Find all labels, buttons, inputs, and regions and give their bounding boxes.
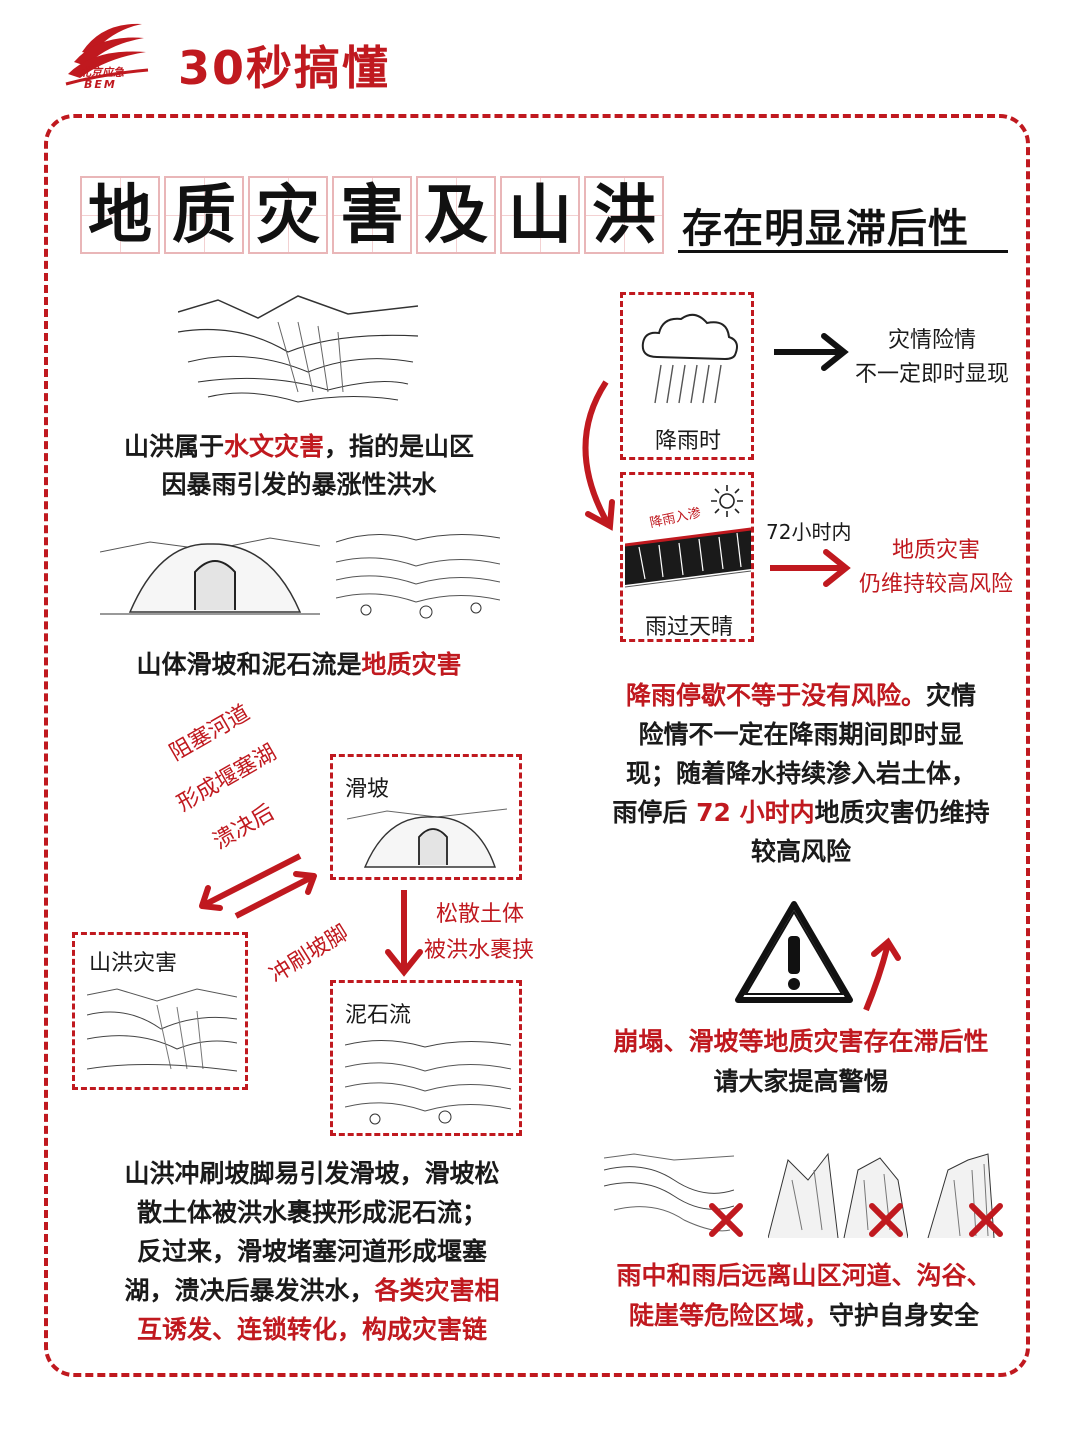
summary-line: 山洪冲刷坡脚易引发滑坡，滑坡松: [124, 1159, 500, 1188]
down-arrow-icon: [382, 886, 426, 978]
cliff-illustration: [918, 1150, 998, 1240]
right-arrow-icon: [770, 330, 850, 374]
flood-box-label: 山洪灾害: [89, 951, 178, 976]
carried-by-flood-text: 被洪水裹挟: [424, 938, 535, 963]
prohibited-x-icon: [706, 1200, 746, 1240]
subtitle-underline: [678, 250, 1008, 253]
geo-desc-text: 山体滑坡和泥石流是: [136, 650, 362, 679]
landslide-box-illustration: [347, 801, 507, 873]
flood-desc-line2: 因暴雨引发的暴涨性洪水: [161, 470, 437, 499]
logo-text-en: BEM: [84, 78, 117, 91]
flood-box: 山洪灾害: [72, 932, 248, 1090]
summary-line: 散土体被洪水裹挟形成泥石流；: [136, 1198, 487, 1227]
title-char: 害: [332, 176, 412, 254]
warning-line: 请大家提高警惕: [713, 1067, 889, 1096]
geo-hazard-description: 山体滑坡和泥石流是地质灾害: [94, 646, 504, 684]
content-frame: [44, 114, 1030, 1377]
bem-logo: 北京应急 BEM: [62, 12, 152, 92]
para-line: 现；随着降水持续渗入岩土体，: [625, 759, 976, 788]
rain-result-line: 不一定即时显现: [854, 362, 1009, 387]
rain-result-text: 灾情险情 不一定即时显现: [850, 324, 1014, 392]
para-text: 灾情: [926, 681, 977, 710]
title-char: 山: [500, 176, 580, 254]
avoid-highlight: 陡崖等危险区域，: [628, 1301, 829, 1330]
geo-risk-line: 仍维持较高风险: [858, 572, 1013, 597]
para-text: 雨停后: [612, 798, 697, 827]
geo-risk-line: 地质灾害: [891, 538, 980, 563]
avoid-danger-text: 雨中和雨后远离山区河道、沟谷、 陡崖等危险区域，守护自身安全: [586, 1256, 1022, 1336]
up-arrow-icon: [856, 936, 906, 1016]
debris-flow-illustration: [336, 522, 500, 622]
avoid-line-red: 雨中和雨后远离山区河道、沟谷、: [616, 1261, 992, 1290]
chain-summary: 山洪冲刷坡脚易引发滑坡，滑坡松 散土体被洪水裹挟形成泥石流； 反过来，滑坡堵塞河…: [84, 1154, 540, 1349]
sun-icon: [709, 483, 745, 519]
hours-label: 72小时内: [766, 520, 852, 544]
warning-text: 崩塌、滑坡等地质灾害存在滞后性 请大家提高警惕: [586, 1022, 1016, 1102]
brand-title: 30秒搞懂: [178, 41, 391, 95]
title-char: 质: [164, 176, 244, 254]
debris-flow-box: 泥石流: [330, 980, 522, 1136]
summary-line: 反过来，滑坡堵塞河道形成堰塞: [136, 1237, 487, 1266]
rain-cloud-icon: [637, 311, 741, 407]
red-right-arrow-icon: [766, 546, 852, 590]
delay-risk-paragraph: 降雨停歇不等于没有风险。灾情 险情不一定在降雨期间即时显 现；随着降水持续渗入岩…: [586, 676, 1016, 871]
landslide-label: 滑坡: [345, 777, 390, 802]
geo-risk-text: 地质灾害 仍维持较高风险: [854, 534, 1018, 602]
para-line: 较高风险: [750, 837, 851, 866]
prohibited-x-icon: [966, 1200, 1006, 1240]
flood-desc-highlight: 水文灾害: [223, 432, 324, 461]
flood-description: 山洪属于水文灾害，指的是山区 因暴雨引发的暴涨性洪水: [94, 428, 504, 504]
warning-icon: [732, 898, 856, 1008]
geo-desc-highlight: 地质灾害: [361, 650, 462, 679]
rain-result-line: 灾情险情: [887, 328, 976, 353]
curved-arrow-icon: [568, 376, 638, 536]
main-title: 地 质 灾 害 及 山 洪: [80, 176, 668, 254]
raining-label: 降雨时: [655, 429, 722, 454]
raining-box: 降雨时: [620, 292, 754, 460]
summary-highlight-line: 互诱发、连锁转化，构成灾害链: [136, 1315, 487, 1344]
flood-illustration: [178, 292, 418, 412]
logo-text-cn: 北京应急: [80, 66, 124, 79]
debris-flow-label: 泥石流: [345, 1003, 412, 1028]
landslide-box: 滑坡: [330, 754, 522, 880]
prohibited-x-icon: [866, 1200, 906, 1240]
clear-sky-label: 雨过天晴: [645, 615, 734, 640]
para-highlight: 降雨停歇不等于没有风险。: [625, 681, 926, 710]
title-char: 及: [416, 176, 496, 254]
soil-layer-illustration: [625, 525, 751, 599]
warning-line-red: 崩塌、滑坡等地质灾害存在滞后性: [613, 1027, 989, 1056]
flood-box-illustration: [87, 985, 237, 1077]
para-text: 地质灾害仍维持: [814, 798, 990, 827]
summary-highlight: 各类灾害相: [374, 1276, 500, 1305]
subtitle: 存在明显滞后性: [682, 206, 969, 252]
double-arrow-icon: [188, 836, 328, 926]
para-highlight: 72 小时内: [696, 798, 815, 827]
debris-box-illustration: [345, 1031, 511, 1127]
flood-desc-text: ，指的是山区: [324, 432, 475, 461]
para-line: 险情不一定在降雨期间即时显: [638, 720, 964, 749]
title-char: 灾: [248, 176, 328, 254]
summary-text: 湖，溃决后暴发洪水，: [124, 1276, 375, 1305]
avoid-text: 守护自身安全: [829, 1301, 980, 1330]
title-char: 地: [80, 176, 160, 254]
after-rain-box: 降雨入渗 雨过天晴: [620, 472, 754, 642]
loose-soil-text: 松散土体: [436, 902, 525, 927]
title-char: 洪: [584, 176, 664, 254]
landslide-illustration: [100, 522, 320, 622]
flood-desc-text: 山洪属于: [123, 432, 224, 461]
